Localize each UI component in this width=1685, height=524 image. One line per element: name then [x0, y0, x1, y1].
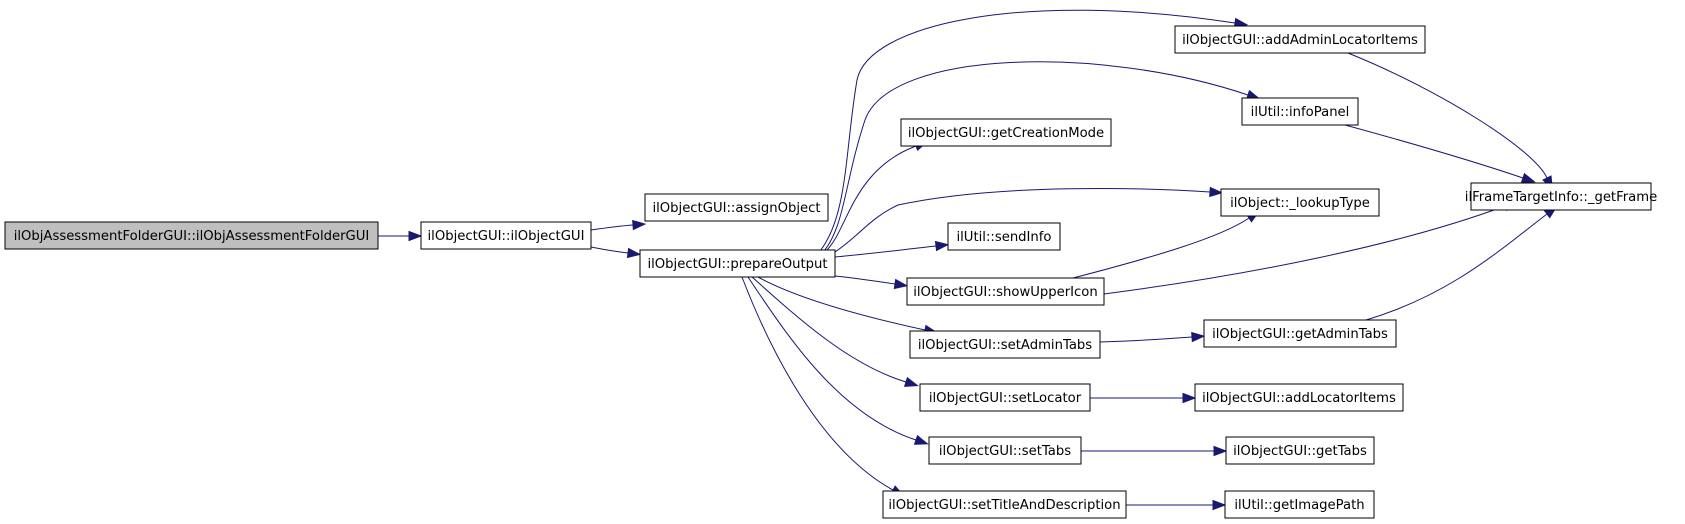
- edge-prepareOutput-to-lookupType: [834, 186, 1224, 253]
- node-box: [882, 490, 1127, 519]
- edge-prepareOutput-to-showUpperIcon: [834, 275, 909, 290]
- arrowhead: [632, 219, 647, 231]
- arrowhead: [1520, 172, 1536, 183]
- node-setLocator[interactable]: ilObjectGUI::setLocator: [919, 383, 1091, 412]
- node-label: ilObjectGUI::setTitleAndDescription: [888, 498, 1120, 513]
- node-label: ilObjectGUI::getTabs: [1233, 444, 1367, 459]
- node-box: [4, 221, 379, 250]
- node-setTitleAndDescription[interactable]: ilObjectGUI::setTitleAndDescription: [882, 490, 1127, 519]
- node-box: [919, 383, 1091, 412]
- node-box: [1241, 97, 1359, 126]
- node-addLocatorItems[interactable]: ilObjectGUI::addLocatorItems: [1194, 383, 1404, 412]
- node-label: ilObjectGUI::setLocator: [929, 391, 1082, 406]
- node-box: [1470, 182, 1652, 211]
- node-label: ilObjectGUI::assignObject: [652, 201, 820, 216]
- arrowhead: [1182, 392, 1197, 404]
- node-box: [1203, 319, 1397, 348]
- arrowhead: [626, 247, 642, 259]
- node-getImagePath[interactable]: ilUtil::getImagePath: [1224, 490, 1375, 519]
- arrowhead: [903, 376, 919, 387]
- node-getAdminTabs[interactable]: ilObjectGUI::getAdminTabs: [1203, 319, 1397, 348]
- node-box: [928, 436, 1082, 465]
- node-box: [1224, 490, 1375, 519]
- node-box: [906, 277, 1105, 306]
- nodes-layer: ilObjAssessmentFolderGUI::ilObjAssessmen…: [4, 25, 1657, 519]
- node-getTabs[interactable]: ilObjectGUI::getTabs: [1225, 436, 1375, 465]
- node-label: ilObjectGUI::setTabs: [939, 444, 1071, 459]
- node-label: ilObjectGUI::getAdminTabs: [1212, 327, 1388, 342]
- node-label: ilUtil::sendInfo: [956, 230, 1051, 245]
- node-prepareOutput[interactable]: ilObjectGUI::prepareOutput: [639, 249, 836, 278]
- node-label: ilObjectGUI::showUpperIcon: [913, 285, 1098, 300]
- node-box: [1174, 25, 1426, 54]
- node-box: [420, 221, 592, 250]
- node-label: ilObject::_lookupType: [1230, 196, 1370, 211]
- node-label: ilObjectGUI::getCreationMode: [908, 126, 1104, 141]
- edge-infoPanel-to-getFrame: [1344, 124, 1536, 183]
- edge-setTabs-to-getTabs: [1081, 445, 1228, 457]
- edge-root-to-ilObjectGUI: [378, 230, 423, 242]
- node-getFrame[interactable]: ilFrameTargetInfo::_getFrame: [1465, 182, 1657, 211]
- node-label: ilObjectGUI::setAdminTabs: [918, 338, 1092, 353]
- edge-setLocator-to-addLocatorItems: [1090, 392, 1197, 404]
- node-lookupType[interactable]: ilObject::_lookupType: [1220, 188, 1380, 217]
- arrowhead: [1212, 499, 1227, 511]
- arrowhead: [893, 278, 909, 290]
- arrowhead: [1209, 186, 1224, 198]
- edge-showUpperIcon-to-lookupType: [1072, 210, 1261, 279]
- node-label: ilUtil::infoPanel: [1251, 105, 1350, 120]
- edge-setAdminTabs-to-getAdminTabs: [1099, 331, 1206, 343]
- arrowhead: [934, 240, 950, 252]
- node-setTabs[interactable]: ilObjectGUI::setTabs: [928, 436, 1082, 465]
- node-assignObject[interactable]: ilObjectGUI::assignObject: [644, 193, 829, 222]
- node-label: ilObjAssessmentFolderGUI::ilObjAssessmen…: [14, 229, 370, 244]
- node-ilObjectGUI[interactable]: ilObjectGUI::ilObjectGUI: [420, 221, 592, 250]
- arrowhead: [913, 434, 929, 445]
- node-box: [644, 193, 829, 222]
- node-box: [909, 330, 1101, 359]
- edge-prepareOutput-to-setTitleAndDescription: [741, 276, 905, 497]
- node-box: [1220, 188, 1380, 217]
- edge-getAdminTabs-to-getFrame: [1365, 205, 1558, 321]
- node-box: [639, 249, 836, 278]
- node-box: [900, 118, 1112, 147]
- arrowhead: [408, 230, 423, 242]
- node-setAdminTabs[interactable]: ilObjectGUI::setAdminTabs: [909, 330, 1101, 359]
- node-sendInfo[interactable]: ilUtil::sendInfo: [947, 222, 1061, 251]
- edge-prepareOutput-to-infoPanel: [823, 61, 1261, 252]
- node-showUpperIcon[interactable]: ilObjectGUI::showUpperIcon: [906, 277, 1105, 306]
- edge-prepareOutput-to-sendInfo: [834, 240, 950, 258]
- edge-prepareOutput-to-setLocator: [751, 276, 919, 387]
- edge-ilObjectGUI-to-prepareOutput: [590, 246, 642, 259]
- node-box: [947, 222, 1061, 251]
- node-infoPanel[interactable]: ilUtil::infoPanel: [1241, 97, 1359, 126]
- edges-layer: [378, 9, 1558, 511]
- edge-setTitleAndDescription-to-getImagePath: [1126, 499, 1227, 511]
- node-box: [1225, 436, 1375, 465]
- node-label: ilObjectGUI::addLocatorItems: [1202, 391, 1396, 406]
- edge-addAdminLocatorItems-to-getFrame: [1347, 52, 1554, 190]
- node-addAdminLocatorItems[interactable]: ilObjectGUI::addAdminLocatorItems: [1174, 25, 1426, 54]
- arrowhead: [1213, 445, 1228, 457]
- node-label: ilFrameTargetInfo::_getFrame: [1465, 190, 1657, 205]
- node-label: ilObjectGUI::prepareOutput: [647, 257, 827, 272]
- node-root[interactable]: ilObjAssessmentFolderGUI::ilObjAssessmen…: [4, 221, 379, 250]
- node-label: ilUtil::getImagePath: [1234, 498, 1364, 513]
- edge-ilObjectGUI-to-assignObject: [590, 219, 647, 231]
- edge-prepareOutput-to-setTabs: [747, 276, 929, 445]
- node-box: [1194, 383, 1404, 412]
- node-label: ilObjectGUI::ilObjectGUI: [428, 229, 585, 244]
- arrowhead: [1191, 331, 1206, 343]
- node-getCreationMode[interactable]: ilObjectGUI::getCreationMode: [900, 118, 1112, 147]
- node-label: ilObjectGUI::addAdminLocatorItems: [1182, 33, 1418, 48]
